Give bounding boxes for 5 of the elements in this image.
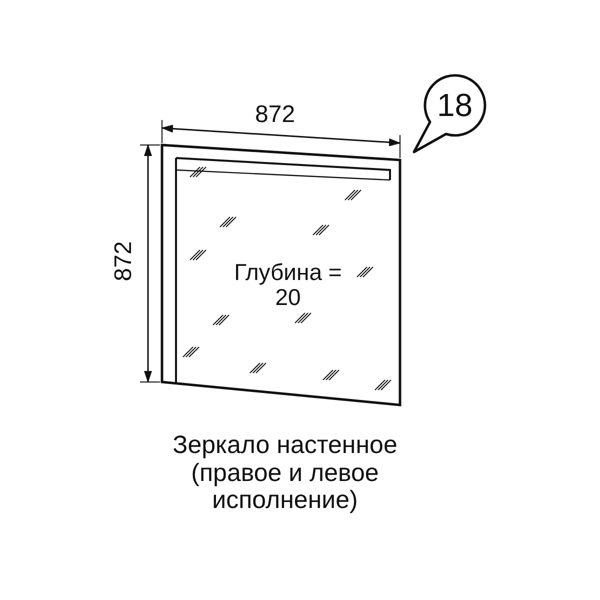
dimension-value: 872: [255, 102, 296, 128]
dimension-value: 872: [110, 241, 138, 282]
depth-note: Глубина = 20: [233, 260, 343, 311]
callout-number: 18: [437, 88, 473, 124]
caption: Зеркало настенное (правое и левое исполнение): [172, 432, 398, 514]
